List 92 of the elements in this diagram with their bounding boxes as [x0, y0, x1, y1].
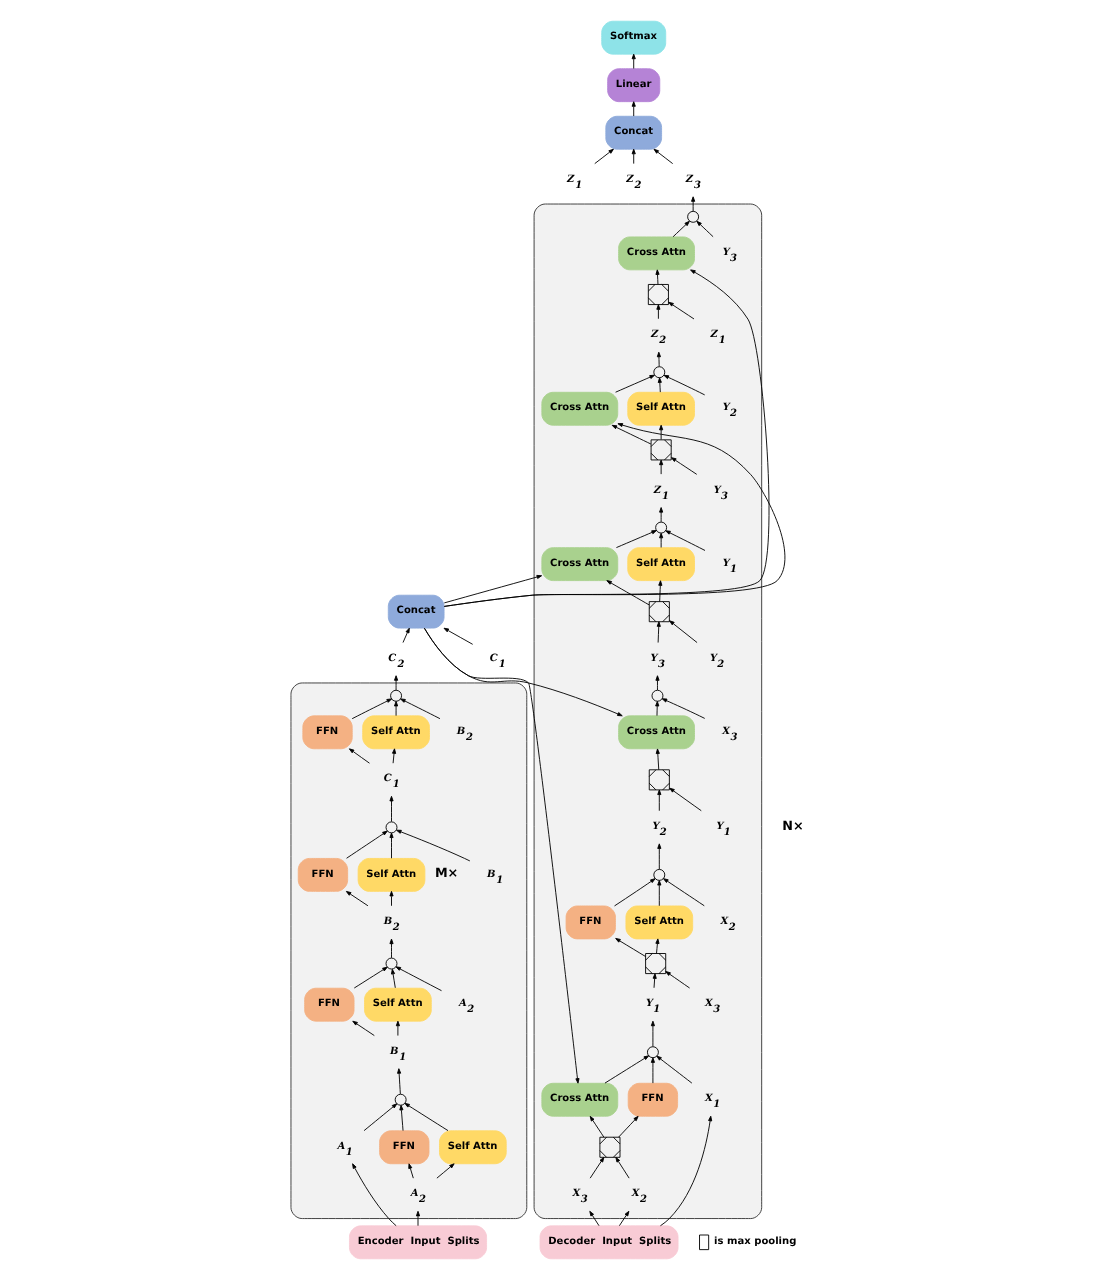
arrow [399, 1104, 404, 1132]
arrow [657, 789, 662, 812]
arrow [631, 148, 636, 165]
arrow [665, 971, 691, 989]
arrow [631, 101, 636, 117]
arrow [423, 627, 580, 1084]
arrow [389, 890, 394, 907]
arrow [394, 700, 399, 717]
node-circle [646, 1046, 659, 1059]
arrow [655, 938, 660, 954]
arrow [589, 1115, 605, 1138]
arrow [363, 1103, 398, 1132]
arrow [656, 304, 661, 320]
node-circle [385, 821, 398, 834]
arrow [589, 1210, 600, 1227]
arrow [659, 424, 664, 440]
node-circle [394, 1093, 407, 1106]
arrow [396, 829, 471, 862]
arrow [606, 580, 650, 606]
arrow [663, 374, 706, 396]
node-circle [653, 868, 666, 881]
arrow [650, 1057, 655, 1084]
arrow [656, 351, 661, 367]
arrow [391, 968, 396, 989]
node-circle [390, 689, 402, 702]
arrow [395, 1020, 400, 1037]
arrow [346, 830, 388, 859]
arrow [615, 937, 646, 957]
arrow [659, 507, 664, 523]
arrow [389, 938, 394, 959]
arrow [655, 675, 660, 691]
arrow [392, 748, 397, 764]
node-circle [653, 366, 666, 379]
arrow [345, 890, 369, 907]
arrow [415, 1210, 421, 1227]
arrow [404, 1102, 449, 1132]
arrow [653, 148, 674, 165]
arrow [655, 748, 660, 771]
arrow [618, 1115, 639, 1138]
arrow [656, 1055, 693, 1084]
arrow [389, 832, 394, 859]
arrow [615, 374, 655, 393]
arrow [696, 220, 714, 238]
arrow [400, 698, 441, 720]
arrow [691, 196, 696, 212]
arrow [352, 1020, 375, 1037]
arrow [665, 530, 706, 551]
arrow [657, 377, 662, 393]
arrow [351, 698, 393, 720]
arrow [658, 580, 663, 602]
arrow [408, 1163, 414, 1179]
arrow [618, 1210, 630, 1227]
arrow [659, 1115, 713, 1227]
arrow [615, 1156, 630, 1179]
arrow [389, 795, 394, 823]
arrow [669, 787, 702, 812]
arrow [663, 878, 705, 907]
arrow [615, 530, 657, 549]
arrow [671, 457, 698, 475]
arrow [650, 1020, 655, 1047]
arrow [589, 1156, 605, 1179]
arrow [395, 966, 442, 992]
arrow [443, 627, 474, 645]
arrow [594, 148, 614, 165]
arrow [352, 1163, 397, 1227]
arrow [659, 459, 664, 475]
arrow [661, 698, 706, 719]
arrow [655, 700, 660, 717]
arrow [631, 53, 636, 69]
arrow [443, 574, 543, 604]
arrow [655, 269, 660, 285]
arrow [397, 1068, 402, 1095]
arrow [669, 620, 698, 643]
arrow [611, 424, 652, 445]
arrow [656, 621, 661, 643]
arrow [353, 966, 388, 989]
node-circle [687, 210, 700, 223]
arrow [668, 301, 695, 320]
arrow [348, 748, 370, 764]
arrow [652, 973, 657, 989]
arrow [436, 1163, 455, 1179]
arrow [657, 880, 662, 907]
arrow [402, 627, 410, 643]
arrow [659, 532, 664, 548]
arrow [394, 675, 399, 691]
arrow [672, 220, 690, 238]
node-circle [385, 957, 398, 970]
node-circle [651, 689, 664, 702]
arrow [604, 1055, 650, 1084]
arrow [614, 878, 656, 907]
node-circle [655, 521, 668, 534]
arrow [657, 843, 662, 870]
